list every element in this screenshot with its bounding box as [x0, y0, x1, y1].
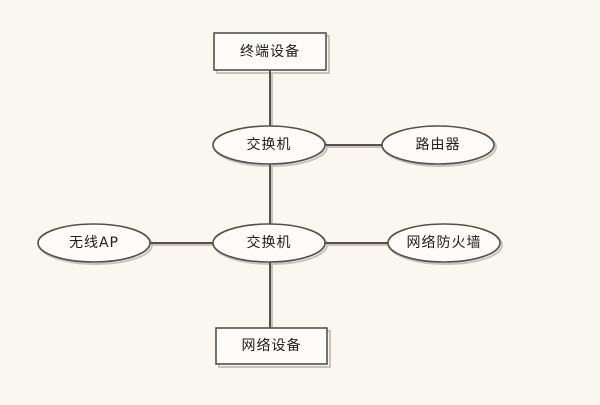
- node-network-firewall[interactable]: [387, 223, 501, 263]
- node-router[interactable]: [381, 125, 495, 165]
- node-wireless-ap[interactable]: [37, 223, 151, 263]
- node-switch-upper[interactable]: [212, 125, 326, 165]
- edge-layer: [150, 70, 388, 328]
- node-network-device[interactable]: [215, 327, 328, 365]
- node-layer: [37, 32, 501, 365]
- edge-shadow-layer: [152, 72, 390, 330]
- node-terminal-device[interactable]: [213, 32, 327, 71]
- node-switch-lower[interactable]: [212, 223, 326, 263]
